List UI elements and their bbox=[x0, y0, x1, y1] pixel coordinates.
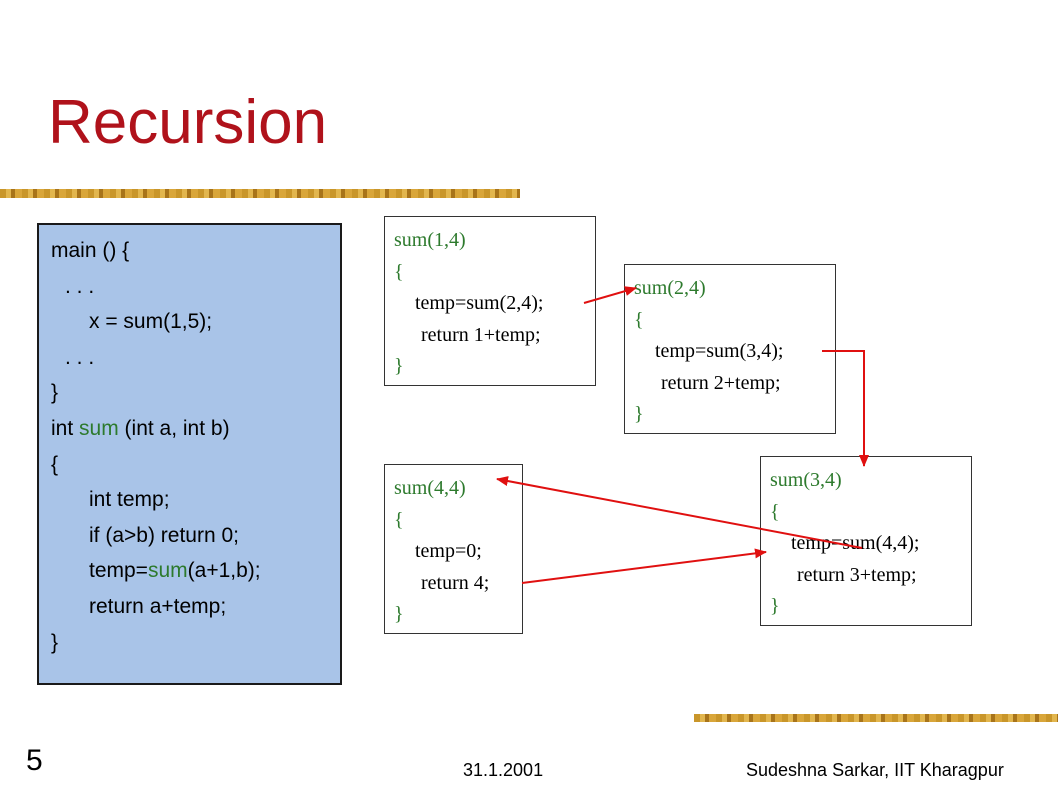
code-line: int sum (int a, int b) bbox=[51, 411, 340, 447]
frame-close-brace: } bbox=[634, 403, 644, 425]
frame-open-brace: { bbox=[634, 308, 644, 331]
code-line: . . . bbox=[65, 345, 95, 369]
frame-statement: temp=sum(4,4); bbox=[791, 532, 920, 554]
frame-open-brace: { bbox=[770, 500, 780, 523]
code-line: x = sum(1,5); bbox=[89, 310, 213, 334]
call-frame-sum-3-4: sum(3,4) { temp=sum(4,4); return 3+temp;… bbox=[760, 456, 972, 626]
code-line: } bbox=[51, 630, 59, 654]
slide-title: Recursion bbox=[48, 88, 328, 157]
return-arrow bbox=[521, 548, 767, 584]
function-name: sum bbox=[79, 416, 119, 440]
function-name: sum bbox=[147, 559, 188, 583]
footer-date: 31.1.2001 bbox=[463, 760, 544, 780]
frame-close-brace: } bbox=[394, 355, 404, 377]
call-arrow-2 bbox=[822, 350, 869, 467]
call-arrow-3 bbox=[496, 476, 863, 549]
code-text: temp= bbox=[89, 559, 148, 583]
code-line: if (a>b) return 0; bbox=[89, 523, 239, 547]
code-text: (int a, int b) bbox=[118, 416, 230, 440]
slide-number: 5 bbox=[26, 744, 43, 777]
code-line: main () { bbox=[51, 239, 130, 262]
frame-return: return 1+temp; bbox=[421, 323, 541, 346]
frame-close-brace: } bbox=[770, 595, 780, 617]
frame-return: return 2+temp; bbox=[661, 371, 781, 394]
call-frame-sum-1-4: sum(1,4) { temp=sum(2,4); return 1+temp;… bbox=[384, 216, 596, 386]
code-line: temp=sum(a+1,b); bbox=[51, 553, 340, 589]
call-frame-sum-4-4: sum(4,4) { temp=0; return 4; } bbox=[384, 464, 523, 634]
frame-statement: temp=sum(2,4); bbox=[415, 292, 544, 314]
code-text: int bbox=[51, 416, 80, 440]
frame-open-brace: { bbox=[394, 508, 404, 531]
frame-header: sum(1,4) bbox=[394, 229, 466, 251]
frame-header: sum(4,4) bbox=[394, 477, 466, 499]
code-line: return a+temp; bbox=[89, 594, 227, 618]
frame-header: sum(3,4) bbox=[770, 469, 842, 491]
code-line: int temp; bbox=[89, 488, 170, 512]
frame-statement: temp=sum(3,4); bbox=[655, 340, 784, 362]
code-line: } bbox=[51, 381, 59, 405]
frame-statement: temp=0; bbox=[415, 540, 482, 562]
frame-open-brace: { bbox=[394, 260, 404, 283]
footer-divider bbox=[694, 714, 1058, 722]
footer-author: Sudeshna Sarkar, IIT Kharagpur bbox=[746, 760, 1004, 780]
frame-header: sum(2,4) bbox=[634, 277, 706, 299]
code-line: { bbox=[51, 452, 59, 476]
code-panel: main () { . . . x = sum(1,5); . . . } in… bbox=[37, 223, 342, 685]
frame-close-brace: } bbox=[394, 603, 404, 625]
code-line: . . . bbox=[65, 274, 95, 298]
call-frame-sum-2-4: sum(2,4) { temp=sum(3,4); return 2+temp;… bbox=[624, 264, 836, 434]
frame-return: return 3+temp; bbox=[797, 563, 917, 586]
frame-return: return 4; bbox=[421, 571, 490, 594]
title-divider bbox=[0, 189, 520, 198]
call-arrow-1 bbox=[583, 286, 637, 304]
code-text: (a+1,b); bbox=[187, 559, 261, 583]
